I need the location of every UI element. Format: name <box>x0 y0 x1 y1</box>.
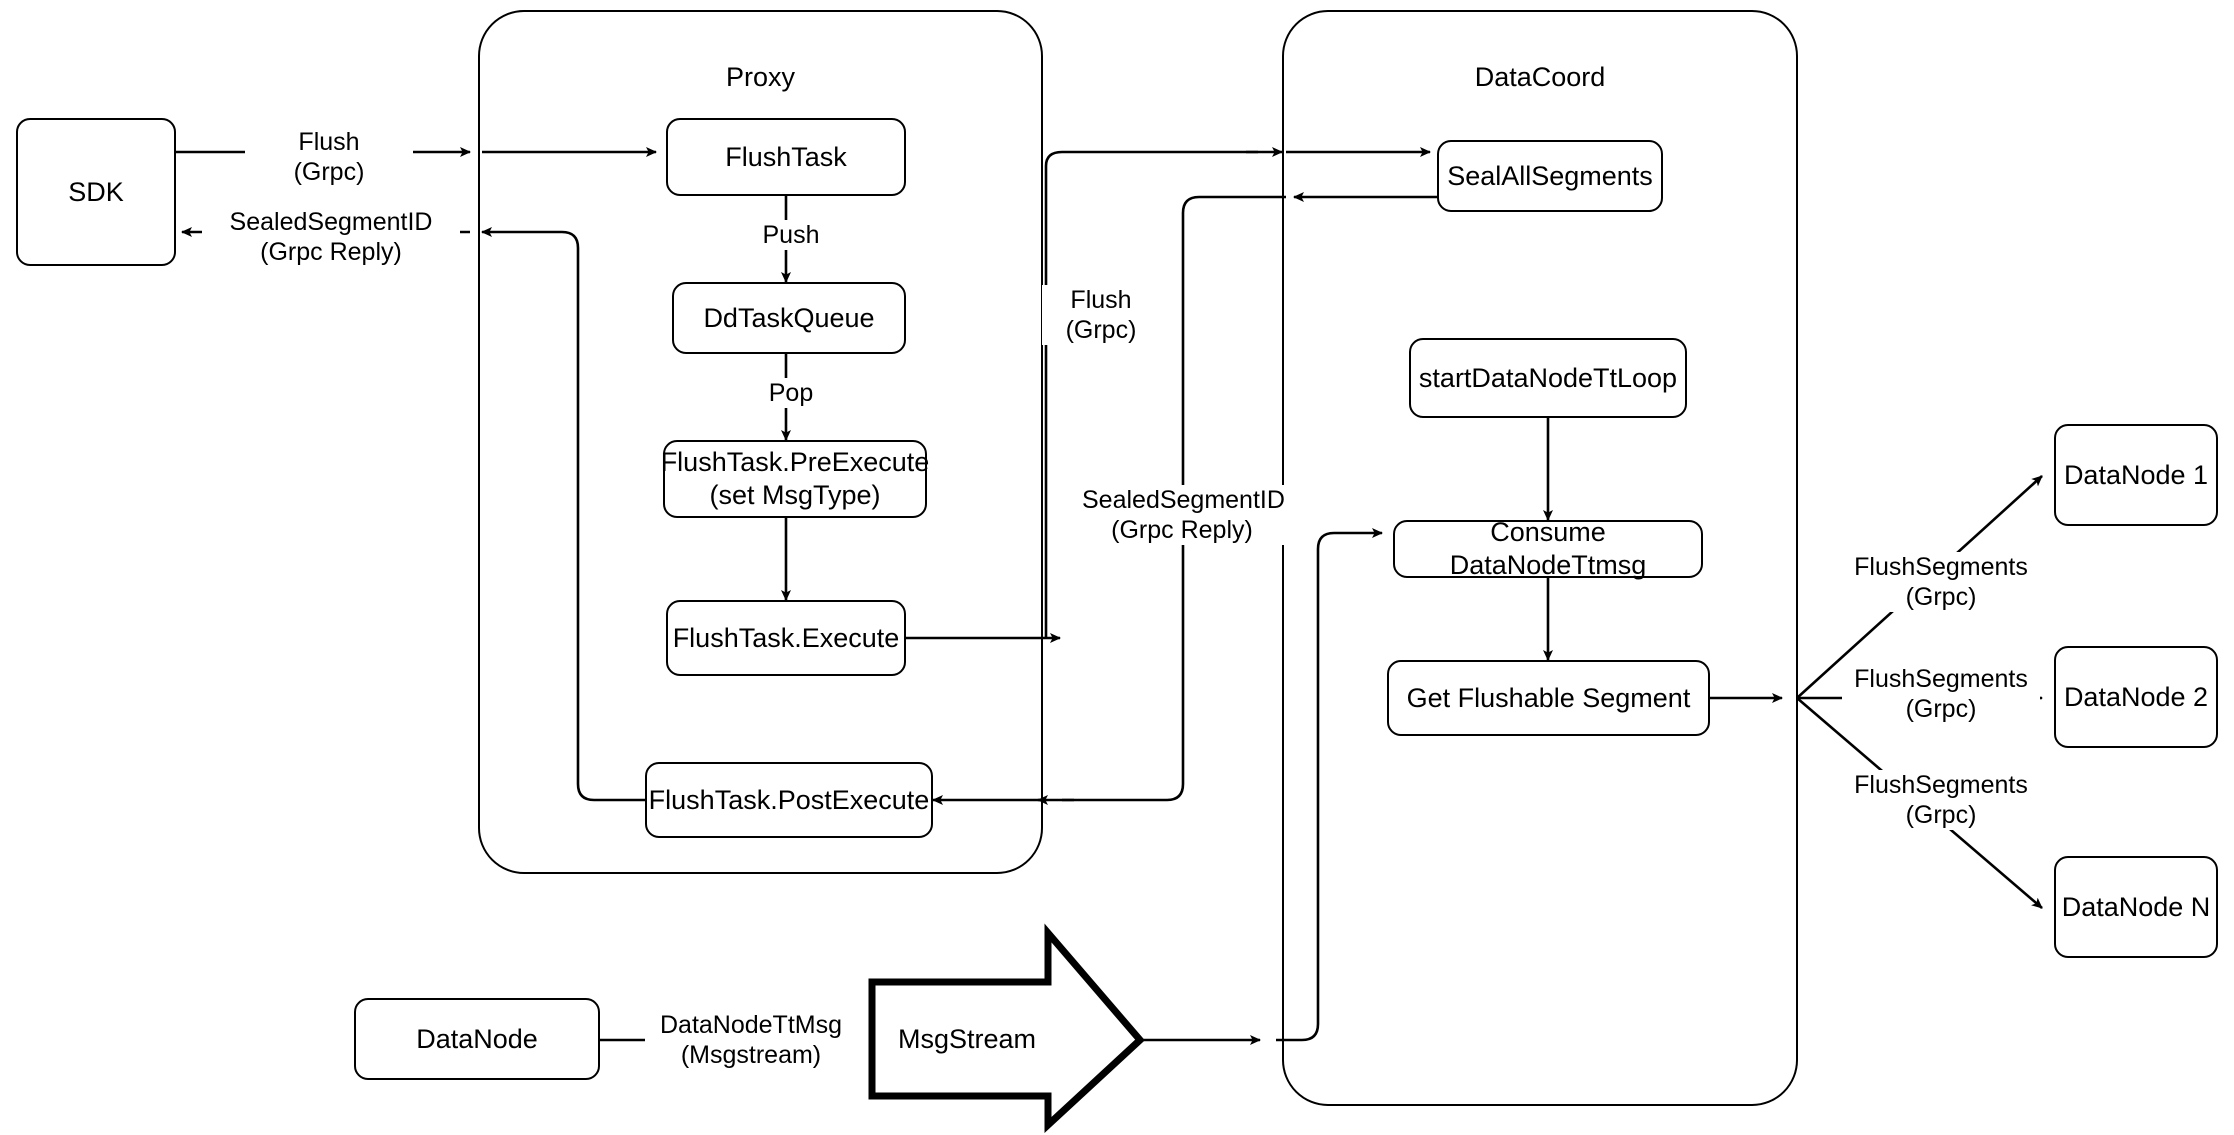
edge-label-proxy-to-sdk: SealedSegmentID (Grpc Reply) <box>202 207 460 267</box>
edge-label-sdk-to-proxy: Flush (Grpc) <box>245 127 413 187</box>
node-datanode-n[interactable]: DataNode N <box>2054 856 2218 958</box>
edge-label-pop: Pop <box>750 378 832 408</box>
node-datanode-2[interactable]: DataNode 2 <box>2054 646 2218 748</box>
node-datanode-source[interactable]: DataNode <box>354 998 600 1080</box>
container-datacoord-title: DataCoord <box>1474 62 1606 92</box>
node-sdk[interactable]: SDK <box>16 118 176 266</box>
node-start-datanode-tt-loop[interactable]: startDataNodeTtLoop <box>1409 338 1687 418</box>
edge-label-flush-segments-n: FlushSegments (Grpc) <box>1842 770 2040 830</box>
edge-label-proxy-to-datacoord: Flush (Grpc) <box>1042 285 1160 345</box>
node-seal-all-segments[interactable]: SealAllSegments <box>1437 140 1663 212</box>
node-dd-task-queue[interactable]: DdTaskQueue <box>672 282 906 354</box>
edge-label-flush-segments-2: FlushSegments (Grpc) <box>1842 664 2040 724</box>
container-proxy-title: Proxy <box>725 62 796 92</box>
node-consume-datanode-ttmsg[interactable]: Consume DataNodeTtmsg <box>1393 517 1703 580</box>
node-get-flushable-segment[interactable]: Get Flushable Segment <box>1387 660 1710 736</box>
edge-flushrail-vertical <box>1044 150 1258 638</box>
node-flush-task-postexecute[interactable]: FlushTask.PostExecute <box>645 762 933 838</box>
node-msgstream-label: MsgStream <box>897 1024 1037 1054</box>
container-proxy <box>478 10 1043 874</box>
node-flush-task-execute[interactable]: FlushTask.Execute <box>666 600 906 676</box>
edge-label-datacoord-to-proxy: SealedSegmentID (Grpc Reply) <box>1078 485 1286 545</box>
edge-label-push: Push <box>742 220 840 250</box>
node-flush-task-preexecute[interactable]: FlushTask.PreExecute (set MsgType) <box>661 440 929 518</box>
node-datanode-1[interactable]: DataNode 1 <box>2054 424 2218 526</box>
edge-label-datanode-to-msgstream: DataNodeTtMsg (Msgstream) <box>645 1010 857 1070</box>
edge-label-flush-segments-1: FlushSegments (Grpc) <box>1842 552 2040 612</box>
node-flush-task[interactable]: FlushTask <box>666 118 906 196</box>
